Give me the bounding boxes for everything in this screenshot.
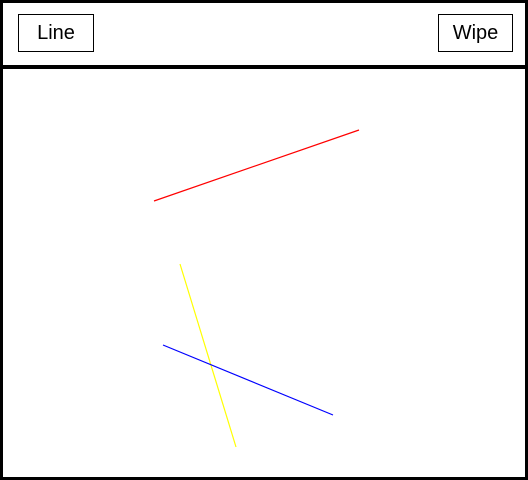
drawing-canvas[interactable] bbox=[0, 69, 528, 480]
wipe-button[interactable]: Wipe bbox=[438, 14, 513, 52]
line-button[interactable]: Line bbox=[18, 14, 94, 52]
blue-line bbox=[162, 344, 334, 416]
yellow-line bbox=[179, 263, 237, 448]
drawing-surface[interactable] bbox=[3, 69, 525, 477]
toolbar: Line Wipe bbox=[0, 0, 528, 69]
red-line bbox=[153, 129, 360, 202]
